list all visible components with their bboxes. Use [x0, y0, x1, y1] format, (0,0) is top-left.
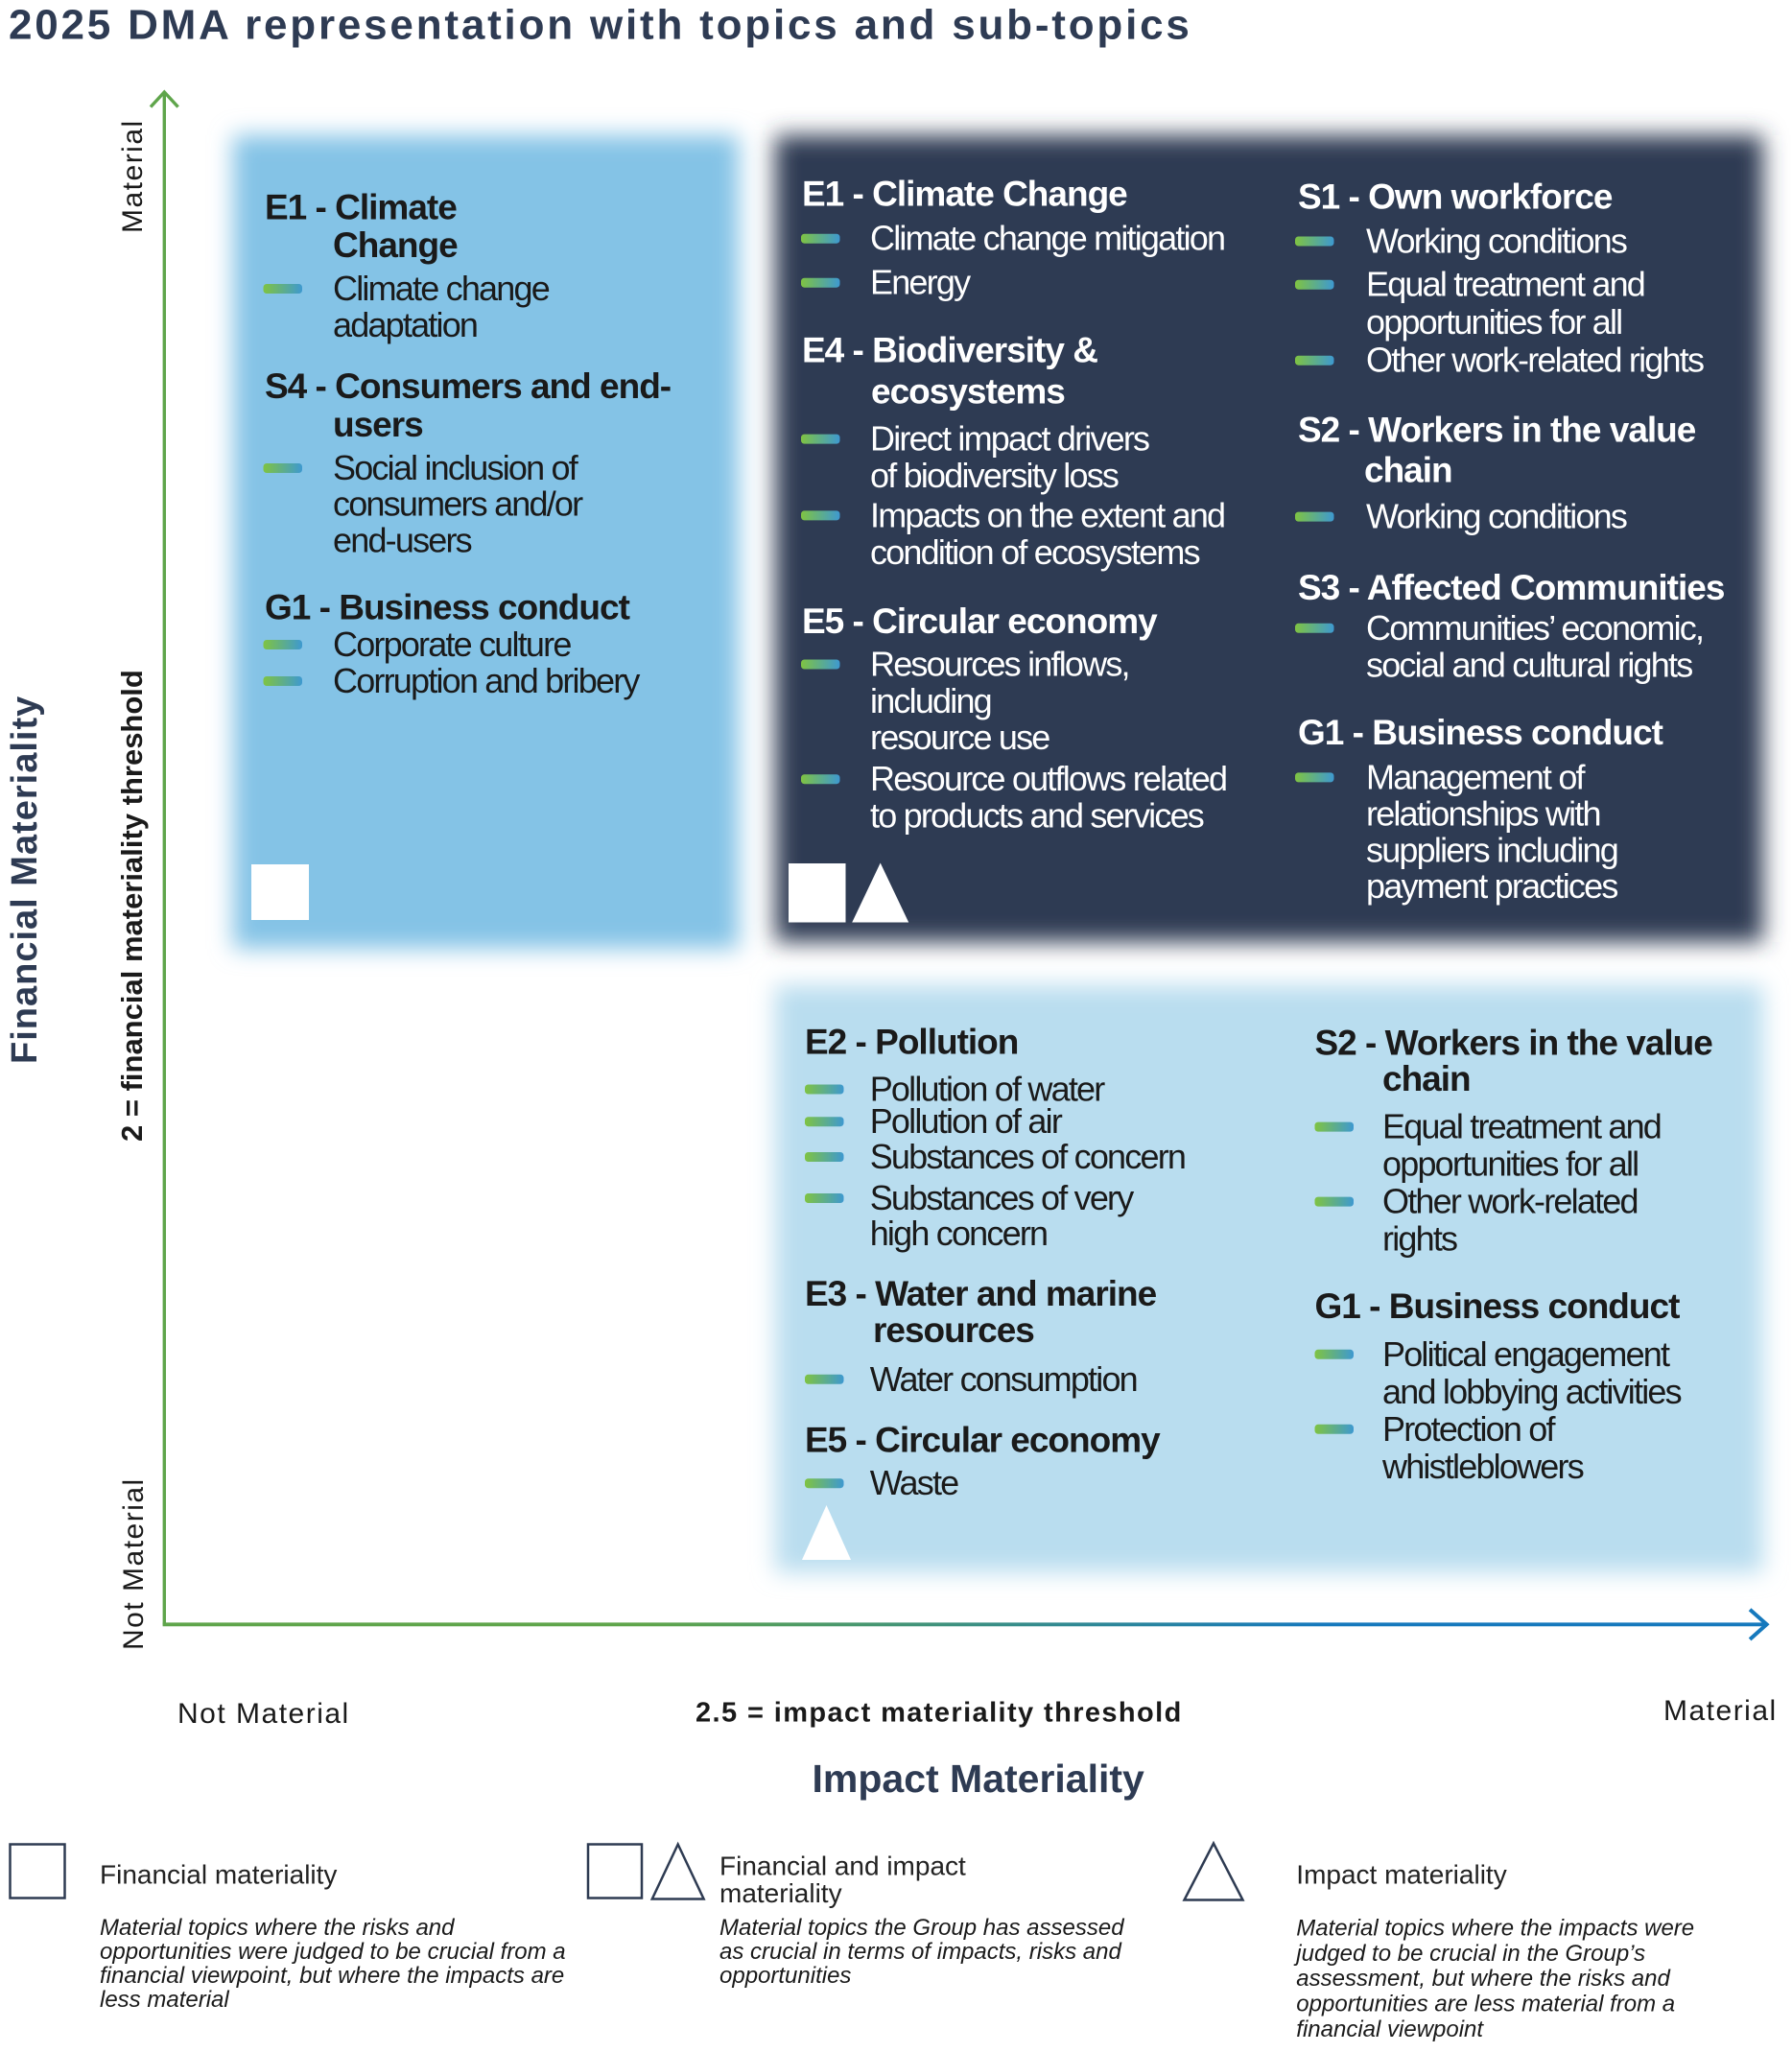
- svg-text:opportunities are less materia: opportunities are less material from a: [1296, 1992, 1675, 2017]
- svg-text:Communities’ economic,: Communities’ economic,: [1366, 608, 1703, 648]
- svg-text:opportunities: opportunities: [719, 1963, 851, 1989]
- svg-text:Waste: Waste: [870, 1463, 958, 1502]
- svg-text:Water consumption: Water consumption: [870, 1359, 1137, 1399]
- svg-text:Not Material: Not Material: [118, 1477, 150, 1650]
- svg-text:relationships with: relationships with: [1366, 793, 1600, 833]
- svg-text:Energy: Energy: [870, 263, 971, 302]
- svg-text:Pollution of air: Pollution of air: [870, 1101, 1063, 1141]
- svg-text:Material topics where the risk: Material topics where the risks and: [100, 1915, 455, 1941]
- svg-text:Direct impact drivers: Direct impact drivers: [870, 419, 1149, 459]
- svg-text:Protection of: Protection of: [1382, 1409, 1557, 1449]
- svg-text:G1 - Business conduct: G1 - Business conduct: [1315, 1286, 1681, 1326]
- svg-text:Material topics the Group has: Material topics the Group has assessed: [719, 1915, 1124, 1941]
- svg-text:2025 DMA representation with t: 2025 DMA representation with topics and …: [9, 1, 1192, 48]
- svg-text:Impacts on the extent and: Impacts on the extent and: [870, 495, 1224, 534]
- svg-text:E3 - Water and marine: E3 - Water and marine: [805, 1274, 1157, 1313]
- svg-text:less material: less material: [100, 1987, 229, 2013]
- svg-text:payment practices: payment practices: [1366, 866, 1617, 906]
- svg-text:resources: resources: [873, 1310, 1034, 1350]
- svg-text:E4 - Biodiversity &: E4 - Biodiversity &: [802, 331, 1097, 370]
- svg-text:adaptation: adaptation: [333, 305, 477, 344]
- svg-text:Other work-related: Other work-related: [1382, 1182, 1638, 1221]
- svg-text:assessment, but where the risk: assessment, but where the risks and: [1296, 1966, 1670, 1992]
- svg-text:Equal treatment and: Equal treatment and: [1382, 1107, 1661, 1146]
- svg-text:E1 - Climate Change: E1 - Climate Change: [802, 175, 1127, 214]
- svg-text:Social inclusion of: Social inclusion of: [333, 448, 579, 487]
- svg-text:Climate change mitigation: Climate change mitigation: [870, 219, 1224, 258]
- svg-text:financial viewpoint: financial viewpoint: [1296, 2017, 1484, 2042]
- svg-text:users: users: [333, 405, 423, 444]
- svg-text:Impact Materiality: Impact Materiality: [813, 1757, 1145, 1801]
- svg-text:G1 - Business conduct: G1 - Business conduct: [265, 588, 630, 627]
- svg-text:as crucial in terms of impacts: as crucial in terms of impacts, risks an…: [719, 1939, 1121, 1965]
- svg-text:Resources inflows,: Resources inflows,: [870, 645, 1129, 684]
- svg-text:Working conditions: Working conditions: [1366, 497, 1627, 536]
- svg-text:S3 - Affected Communities: S3 - Affected Communities: [1298, 568, 1725, 607]
- svg-text:opportunities were judged to b: opportunities were judged to be crucial …: [100, 1939, 566, 1965]
- svg-text:Financial and impact: Financial and impact: [719, 1852, 966, 1881]
- svg-text:opportunities for all: opportunities for all: [1366, 302, 1621, 342]
- svg-text:social and cultural rights: social and cultural rights: [1366, 646, 1692, 685]
- svg-text:including: including: [870, 681, 991, 720]
- svg-text:Corporate culture: Corporate culture: [333, 625, 571, 664]
- svg-text:Other work-related rights: Other work-related rights: [1366, 341, 1704, 380]
- svg-text:Substances of concern: Substances of concern: [870, 1137, 1185, 1176]
- svg-text:ecosystems: ecosystems: [871, 372, 1065, 412]
- svg-text:condition of ecosystems: condition of ecosystems: [870, 532, 1200, 572]
- svg-text:suppliers including: suppliers including: [1366, 830, 1617, 869]
- svg-text:Equal treatment and: Equal treatment and: [1366, 265, 1644, 304]
- svg-text:2 = financial materiality thre: 2 = financial materiality threshold: [115, 670, 149, 1142]
- svg-text:Climate change: Climate change: [333, 269, 550, 308]
- svg-text:high concern: high concern: [870, 1214, 1048, 1253]
- svg-text:Pollution of water: Pollution of water: [870, 1070, 1106, 1109]
- svg-text:resource use: resource use: [870, 718, 1049, 757]
- svg-text:of biodiversity loss: of biodiversity loss: [870, 456, 1119, 495]
- svg-text:judged to be crucial in the Gr: judged to be crucial in the Group’s: [1293, 1941, 1645, 1967]
- svg-text:E1 - Climate: E1 - Climate: [265, 188, 457, 227]
- svg-text:end-users: end-users: [333, 521, 472, 560]
- svg-text:consumers and/or: consumers and/or: [333, 484, 583, 524]
- svg-text:Material: Material: [117, 119, 149, 233]
- svg-text:whistleblowers: whistleblowers: [1381, 1447, 1584, 1486]
- svg-text:G1 - Business conduct: G1 - Business conduct: [1298, 713, 1663, 752]
- svg-text:S2 - Workers in the value: S2 - Workers in the value: [1315, 1024, 1713, 1063]
- svg-text:materiality: materiality: [719, 1878, 842, 1908]
- svg-text:E5 - Circular economy: E5 - Circular economy: [805, 1421, 1161, 1460]
- svg-text:E5 - Circular economy: E5 - Circular economy: [802, 601, 1158, 641]
- svg-text:Financial Materiality: Financial Materiality: [5, 696, 45, 1064]
- svg-text:Change: Change: [333, 225, 458, 265]
- svg-text:S1 - Own workforce: S1 - Own workforce: [1298, 177, 1613, 217]
- svg-text:opportunities for all: opportunities for all: [1382, 1144, 1638, 1184]
- svg-text:Political engagement: Political engagement: [1382, 1334, 1670, 1374]
- svg-text:rights: rights: [1382, 1219, 1457, 1259]
- svg-text:E2 - Pollution: E2 - Pollution: [805, 1022, 1018, 1061]
- svg-text:financial viewpoint, but where: financial viewpoint, but where the impac…: [100, 1963, 564, 1989]
- svg-text:chain: chain: [1364, 450, 1452, 489]
- svg-text:Substances of very: Substances of very: [870, 1178, 1135, 1217]
- svg-text:Not Material: Not Material: [177, 1698, 350, 1730]
- svg-text:Material: Material: [1663, 1695, 1778, 1727]
- svg-text:Working conditions: Working conditions: [1366, 222, 1627, 261]
- svg-text:2.5 = impact materiality thres: 2.5 = impact materiality threshold: [696, 1698, 1183, 1729]
- svg-text:Material topics where the impa: Material topics where the impacts were: [1296, 1915, 1694, 1941]
- svg-text:S4 - Consumers and end-: S4 - Consumers and end-: [265, 366, 671, 406]
- svg-text:Impact materiality: Impact materiality: [1296, 1860, 1506, 1890]
- svg-text:Management of: Management of: [1366, 757, 1587, 796]
- svg-text:and lobbying activities: and lobbying activities: [1382, 1372, 1682, 1411]
- svg-text:S2 - Workers in the value: S2 - Workers in the value: [1298, 410, 1696, 449]
- svg-text:Financial materiality: Financial materiality: [100, 1860, 337, 1890]
- svg-text:Corruption and bribery: Corruption and bribery: [333, 661, 640, 700]
- svg-text:Resource outflows related: Resource outflows related: [870, 759, 1226, 798]
- svg-text:chain: chain: [1382, 1059, 1471, 1098]
- svg-text:to products and services: to products and services: [870, 796, 1204, 836]
